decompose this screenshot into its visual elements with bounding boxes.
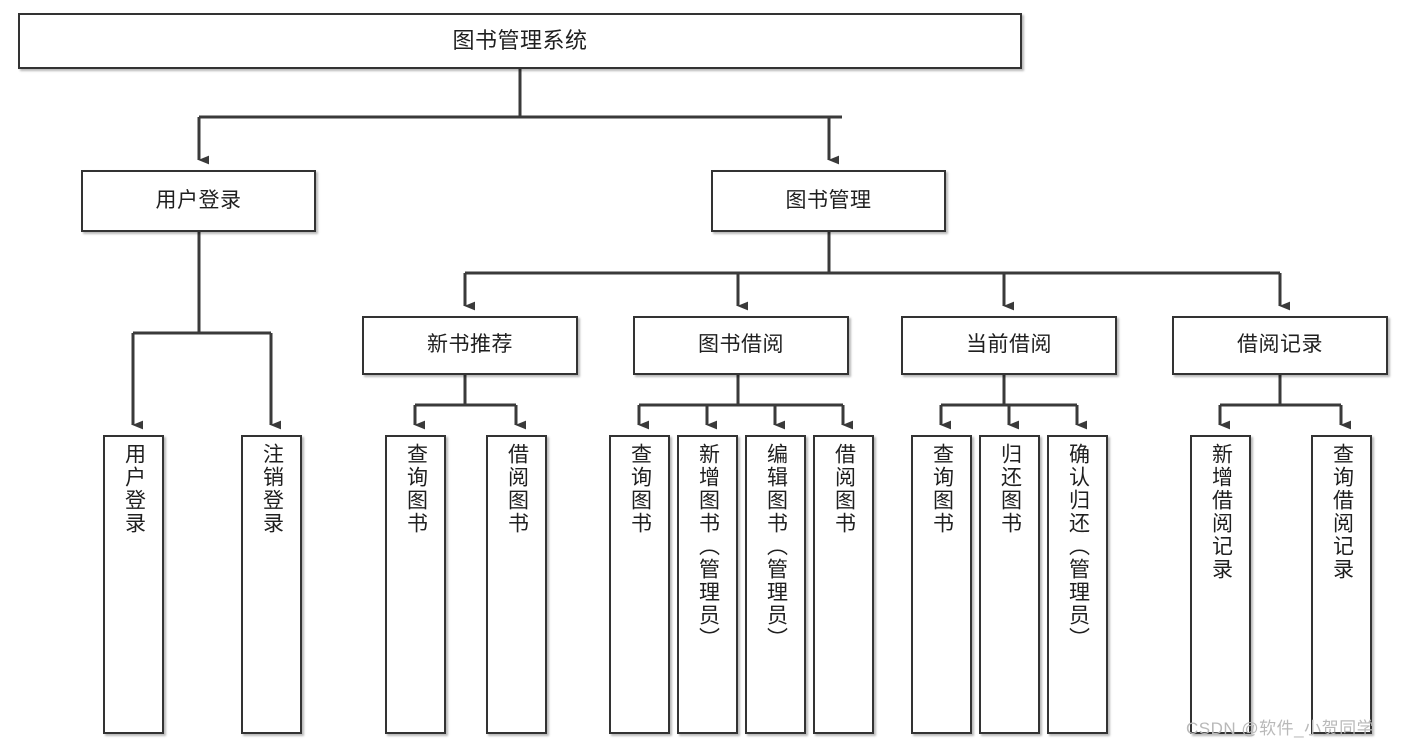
node-leaf-query-book-2-label: 查询图书 — [628, 443, 652, 535]
node-current-borrow[interactable]: 当前借阅 — [901, 316, 1117, 375]
node-leaf-user-login[interactable]: 用户登录 — [103, 435, 164, 734]
node-leaf-return-book[interactable]: 归还图书 — [979, 435, 1040, 734]
node-leaf-query-record[interactable]: 查询借阅记录 — [1311, 435, 1372, 734]
node-leaf-query-record-label: 查询借阅记录 — [1330, 443, 1354, 581]
node-leaf-add-book-label: 新增图书（管理员） — [696, 443, 720, 650]
node-leaf-query-book-3-label: 查询图书 — [930, 443, 954, 535]
node-new-book-recommend-label: 新书推荐 — [427, 333, 513, 357]
node-leaf-borrow-book-2-label: 借阅图书 — [832, 443, 856, 535]
node-leaf-add-book[interactable]: 新增图书（管理员） — [677, 435, 738, 734]
node-borrow-record-label: 借阅记录 — [1237, 333, 1323, 357]
node-book-borrow[interactable]: 图书借阅 — [633, 316, 849, 375]
csdn-watermark: CSDN @软件_小贺同学 — [1186, 719, 1375, 738]
node-leaf-borrow-book-1[interactable]: 借阅图书 — [486, 435, 547, 734]
node-leaf-query-book-1[interactable]: 查询图书 — [385, 435, 446, 734]
node-leaf-user-logout[interactable]: 注销登录 — [241, 435, 302, 734]
node-book-manage-label: 图书管理 — [785, 188, 872, 212]
node-book-manage[interactable]: 图书管理 — [711, 170, 946, 232]
node-leaf-borrow-book-2[interactable]: 借阅图书 — [813, 435, 874, 734]
node-leaf-edit-book[interactable]: 编辑图书（管理员） — [745, 435, 806, 734]
node-leaf-borrow-book-1-label: 借阅图书 — [505, 443, 529, 535]
node-leaf-user-login-label: 用户登录 — [122, 443, 146, 535]
node-root-label: 图书管理系统 — [452, 28, 588, 54]
node-leaf-query-book-1-label: 查询图书 — [404, 443, 428, 535]
node-leaf-confirm-return[interactable]: 确认归还（管理员） — [1047, 435, 1108, 734]
node-user-login[interactable]: 用户登录 — [81, 170, 316, 232]
node-root[interactable]: 图书管理系统 — [18, 13, 1022, 69]
node-book-borrow-label: 图书借阅 — [698, 333, 784, 357]
node-leaf-query-book-3[interactable]: 查询图书 — [911, 435, 972, 734]
node-borrow-record[interactable]: 借阅记录 — [1172, 316, 1388, 375]
node-current-borrow-label: 当前借阅 — [966, 333, 1052, 357]
node-user-login-label: 用户登录 — [155, 188, 242, 212]
node-new-book-recommend[interactable]: 新书推荐 — [362, 316, 578, 375]
node-leaf-confirm-return-label: 确认归还（管理员） — [1066, 443, 1090, 650]
node-leaf-return-book-label: 归还图书 — [998, 443, 1022, 535]
node-leaf-user-logout-label: 注销登录 — [260, 443, 284, 535]
node-leaf-query-book-2[interactable]: 查询图书 — [609, 435, 670, 734]
node-leaf-add-record[interactable]: 新增借阅记录 — [1190, 435, 1251, 734]
node-leaf-add-record-label: 新增借阅记录 — [1209, 443, 1233, 581]
node-leaf-edit-book-label: 编辑图书（管理员） — [764, 443, 788, 650]
